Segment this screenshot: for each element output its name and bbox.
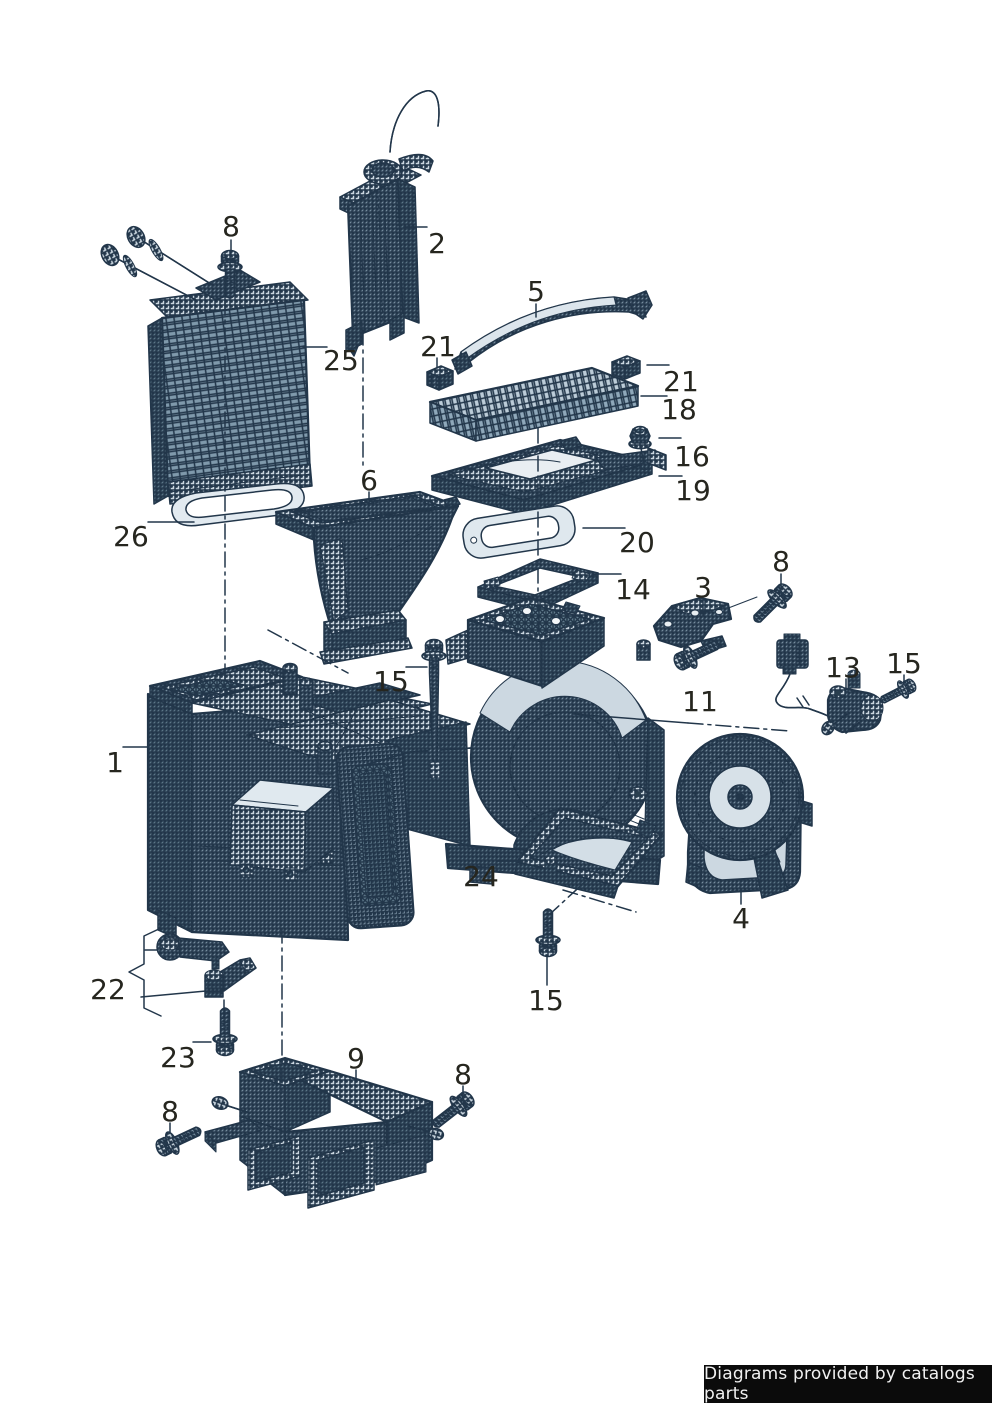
callout-8-top: 8 xyxy=(222,210,240,243)
part-26-seal xyxy=(171,482,305,527)
part-24-water-drain-tray xyxy=(514,806,664,899)
callout-8-bottom-left: 8 xyxy=(161,1095,179,1128)
callout-20: 20 xyxy=(619,526,655,559)
callout-15-bottom: 15 xyxy=(528,984,564,1017)
part-1-heater-housing xyxy=(146,659,534,942)
part-13-actuator-with-cable xyxy=(775,633,884,736)
part-16-nut xyxy=(628,425,652,450)
callout-13: 13 xyxy=(825,651,861,684)
callout-23: 23 xyxy=(160,1041,196,1074)
callout-26: 26 xyxy=(113,520,149,553)
footer-credit: Diagrams provided by catalogs parts xyxy=(704,1364,992,1403)
part-25-heat-exchanger xyxy=(100,225,313,517)
callout-22-leader xyxy=(140,990,207,998)
callout-15-left: 15 xyxy=(373,665,409,698)
callout-22-brace xyxy=(128,927,162,1017)
part-11-blower-fan xyxy=(675,732,805,899)
part-5-cover-strip xyxy=(451,290,653,375)
callout-25: 25 xyxy=(323,344,359,377)
alignment-axis-line xyxy=(562,889,637,913)
part-22-mounting-parts xyxy=(156,933,257,998)
part-2-auxiliary-heater-element xyxy=(339,90,440,357)
callout-11: 11 xyxy=(682,685,718,718)
callout-1: 1 xyxy=(106,746,124,779)
screw-23 xyxy=(212,1007,238,1057)
alignment-axis-line xyxy=(267,629,349,674)
alignment-axis-line xyxy=(687,722,791,732)
callout-2: 2 xyxy=(428,227,446,260)
screw-15-bottom xyxy=(535,908,561,958)
callout-15-right: 15 xyxy=(886,647,922,680)
part-19-filter-frame xyxy=(430,436,667,515)
part-6-air-duct xyxy=(274,490,461,665)
callout-9: 9 xyxy=(347,1042,365,1075)
callout-6: 6 xyxy=(360,464,378,497)
alignment-axis-line xyxy=(640,447,646,471)
callout-24: 24 xyxy=(463,860,499,893)
part-9-air-distribution-housing xyxy=(204,1056,445,1209)
part-20-seal xyxy=(462,505,576,559)
callout-19: 19 xyxy=(675,474,711,507)
callout-21-right: 21 xyxy=(663,365,699,398)
callout-3: 3 xyxy=(694,571,712,604)
callout-4: 4 xyxy=(732,902,750,935)
screw-8-right xyxy=(745,578,798,631)
screw-15-left xyxy=(421,638,447,779)
footer-credit-text: Diagrams provided by catalogs parts xyxy=(704,1364,975,1403)
callout-14: 14 xyxy=(615,573,651,606)
callout-5: 5 xyxy=(527,275,545,308)
callout-8-bottom-right: 8 xyxy=(454,1058,472,1091)
part-21-clip-right xyxy=(611,355,641,380)
part-3-bracket xyxy=(652,596,758,653)
alignment-axis-line xyxy=(549,867,601,915)
callout-22: 22 xyxy=(90,973,126,1006)
callout-16: 16 xyxy=(674,440,710,473)
part-21-clip-left xyxy=(426,365,454,391)
callout-11-leader xyxy=(572,713,689,724)
callout-8-right: 8 xyxy=(772,545,790,578)
part-18-dust-pollen-filter xyxy=(428,366,640,442)
callout-18: 18 xyxy=(661,393,697,426)
callout-21-left: 21 xyxy=(420,330,456,363)
